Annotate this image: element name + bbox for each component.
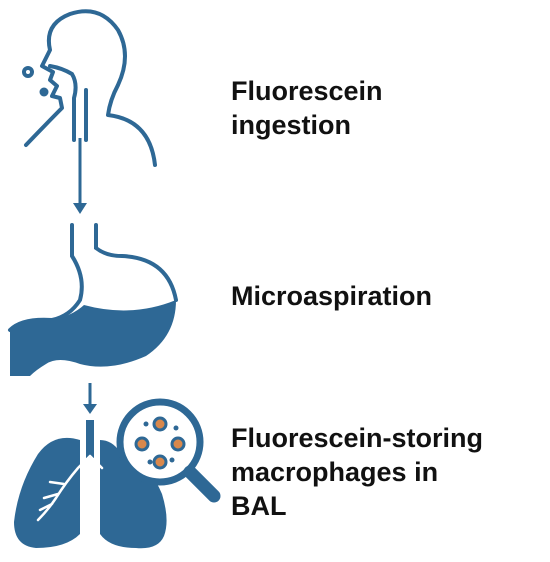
step-label-line: Fluorescein <box>231 76 383 106</box>
left-lung <box>14 437 80 548</box>
arrow-down-1 <box>73 138 87 214</box>
head-swallowing-icon <box>22 9 157 167</box>
step-label-ingestion: Fluorescein ingestion <box>231 74 383 142</box>
step-label-line: BAL <box>231 491 287 521</box>
lungs-magnifier-icon <box>14 398 221 549</box>
bronchial-tree <box>36 454 104 522</box>
ingestion-dot-icon <box>39 87 49 97</box>
arrow-down-2 <box>83 383 97 414</box>
trachea <box>86 420 94 458</box>
magnifier-handle <box>183 465 221 503</box>
macrophage-cells <box>134 416 186 470</box>
step-label-line: Fluorescein-storing <box>231 423 484 453</box>
step-label-microaspiration: Microaspiration <box>231 279 432 313</box>
step-label-macrophages: Fluorescein-storing macrophages in BAL <box>231 421 483 523</box>
magnifier-lens <box>116 398 204 486</box>
step-label-line: ingestion <box>231 110 351 140</box>
step-label-line: macrophages in <box>231 457 439 487</box>
step-label-line: Microaspiration <box>231 281 433 311</box>
stomach-icon <box>8 223 178 376</box>
right-lung <box>100 440 167 549</box>
